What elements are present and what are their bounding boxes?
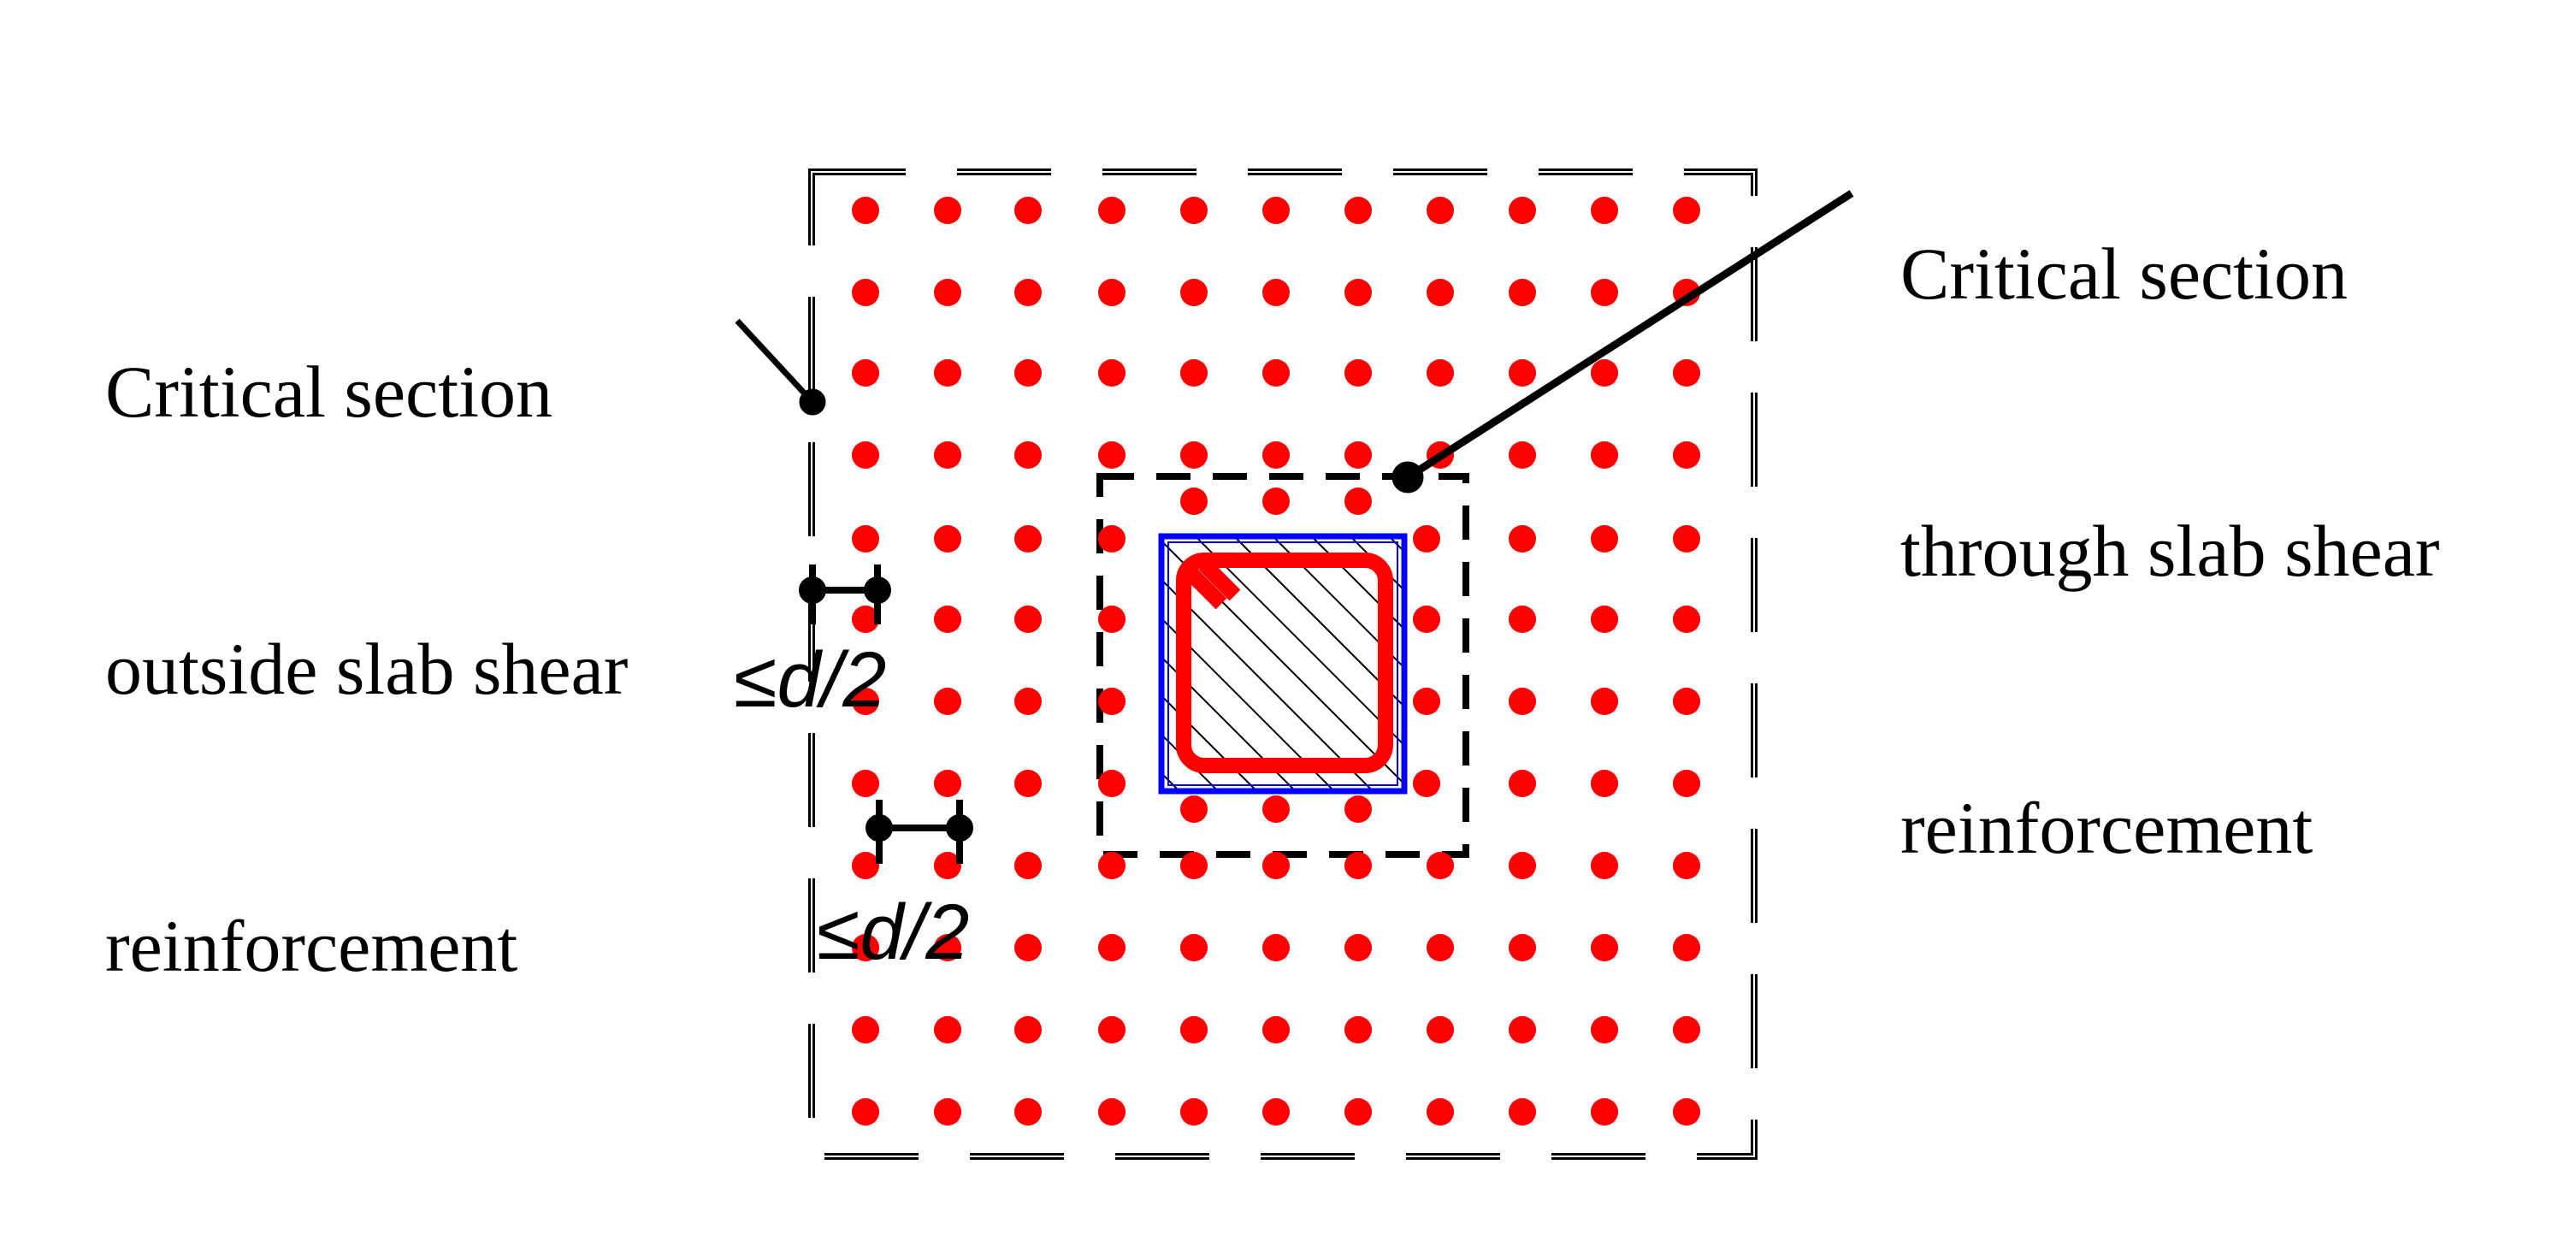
dimension-lower (866, 800, 973, 864)
label-line: outside slab shear (105, 628, 629, 710)
dimension-upper (799, 564, 891, 624)
label-critical-section-outside: Critical section outside slab shear rein… (105, 161, 628, 1085)
column-tie (1176, 553, 1393, 773)
shear-studs (852, 197, 1700, 1126)
dimension-label-lower: ≤d/2 (817, 889, 970, 976)
label-line: Critical section (105, 351, 553, 433)
label-line: reinforcement (1900, 787, 2313, 869)
dimension-label-upper: ≤d/2 (734, 636, 887, 724)
label-critical-section-through: Critical section through slab shear rein… (1900, 43, 2440, 966)
label-line: Critical section (1900, 233, 2349, 315)
leader-outside (735, 318, 826, 416)
leader-through (1391, 190, 1854, 494)
label-line: reinforcement (105, 905, 518, 987)
label-line: through slab shear (1900, 510, 2440, 592)
